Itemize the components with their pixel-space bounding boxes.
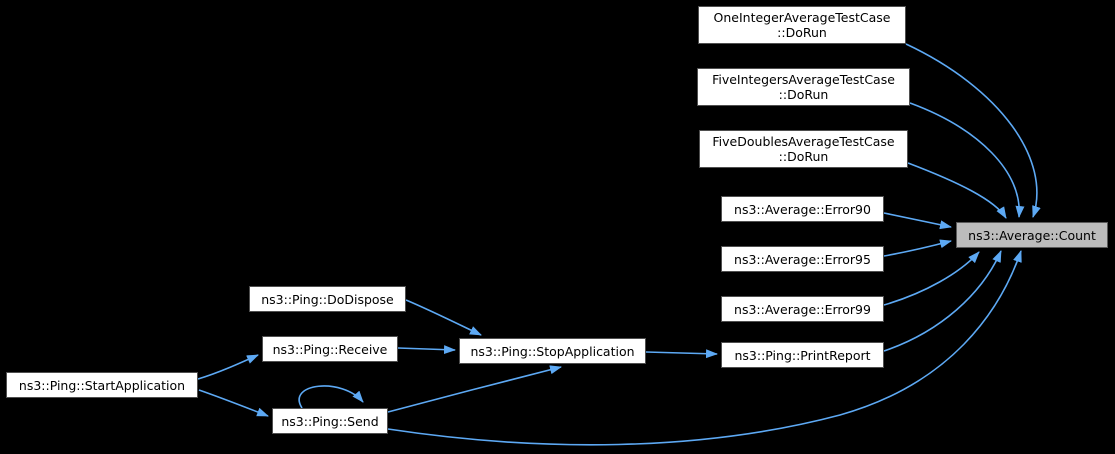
node-count-current: ns3::Average::Count [956,222,1108,248]
edge-fiveintegersdorun-to-count [909,102,1025,218]
edge-error95-to-count [883,239,952,257]
edge-startapplication-to-receive [197,354,259,380]
edge-error99-to-count [883,251,980,306]
edge-error90-to-count [883,212,952,230]
edge-dodispose-to-stopapplication [405,299,482,336]
node-error90[interactable]: ns3::Average::Error90 [721,196,884,222]
node-stop-application[interactable]: ns3::Ping::StopApplication [459,338,646,364]
edge-receive-to-stopapplication [397,345,456,355]
node-receive[interactable]: ns3::Ping::Receive [262,336,398,362]
edge-startapplication-to-send [198,389,269,417]
node-one-integer-dorun[interactable]: OneIntegerAverageTestCase ::DoRun [698,6,906,44]
edge-printreport-to-count [883,250,1002,352]
edge-send-self-loop [298,385,364,409]
edge-send-to-count [387,250,1022,446]
node-error99[interactable]: ns3::Average::Error99 [721,296,884,322]
node-print-report[interactable]: ns3::Ping::PrintReport [721,342,884,368]
edge-fivedoublesdorun-to-count [907,162,1007,219]
node-five-doubles-dorun[interactable]: FiveDoublesAverageTestCase ::DoRun [699,130,908,168]
node-send[interactable]: ns3::Ping::Send [272,408,388,434]
edge-oneintegerdorun-to-count [905,43,1041,218]
node-do-dispose[interactable]: ns3::Ping::DoDispose [249,286,406,312]
node-start-application[interactable]: ns3::Ping::StartApplication [6,372,198,398]
edge-stopapplication-to-printreport [645,349,718,359]
node-five-integers-dorun[interactable]: FiveIntegersAverageTestCase ::DoRun [697,68,910,106]
node-error95[interactable]: ns3::Average::Error95 [721,246,884,272]
edge-send-to-stopapplication [387,365,562,413]
